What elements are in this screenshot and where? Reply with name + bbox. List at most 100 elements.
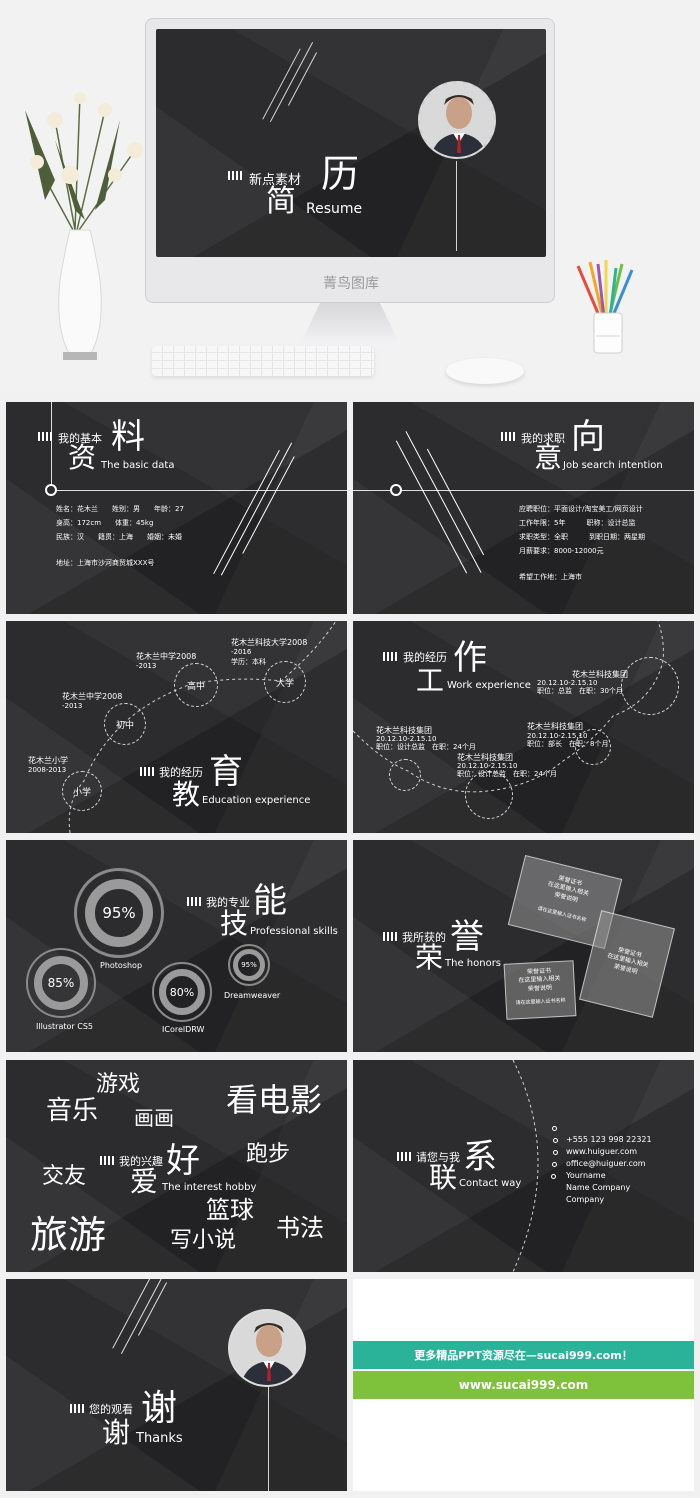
basic-title-en: The basic data: [101, 460, 175, 471]
work-pos: 职位：部长 在职：8个月: [527, 740, 609, 748]
skills-title-en: Professional skills: [250, 926, 338, 937]
job-title-b: 意: [534, 441, 563, 474]
promo-line-1: 更多精品PPT资源尽在—sucai999.com！: [414, 1349, 633, 1362]
skill-ring-coreldrw: 80%: [152, 962, 212, 1022]
hobby-word: 音乐: [46, 1096, 99, 1126]
thanks-title-a: 谢: [141, 1388, 178, 1429]
honors-title-a: 誉: [450, 917, 484, 957]
job-row: 工作年限：5年 职称：设计总监: [519, 519, 636, 527]
contact-line: office@huiguer.com: [566, 1159, 646, 1168]
work-title-a: 作: [453, 638, 487, 678]
thanks-title-b: 谢: [102, 1416, 131, 1449]
job-row: 求职类型：全职 到职日期：两星期: [519, 533, 645, 541]
basic-address: 地址：上海市沙河商贸城XXX号: [56, 559, 155, 567]
cover-title-b: 简: [266, 184, 296, 219]
mouse-icon: [446, 358, 524, 384]
job-title-en: Job search intention: [563, 460, 663, 471]
work-company: 花木兰科技集团: [527, 722, 583, 731]
cover-label: 新点素材: [249, 173, 302, 188]
job-place: 希望工作地：上海市: [519, 573, 582, 581]
contact-line: Yourname: [566, 1171, 606, 1180]
contact-label: 请您与我: [416, 1151, 460, 1164]
skill-ring-photoshop: 95%: [74, 868, 164, 958]
slide-honors: 荣誉证书在这里输入相关荣誉说明 请在这里输入证书名称 荣誉证书在这里输入相关荣誉…: [353, 840, 694, 1052]
basic-row: 姓名：花木兰 姓别：男 年龄：27: [56, 505, 184, 513]
edu-node: 初中: [104, 703, 146, 745]
thanks-label: 您的观看: [89, 1403, 133, 1416]
contact-line: +555 123 998 22321: [566, 1135, 652, 1144]
edu-title-a: 育: [209, 752, 243, 792]
hobby-word: 游戏: [96, 1072, 141, 1097]
basic-row: 身高：172cm 体重：45kg: [56, 519, 154, 527]
hobby-word: 交友: [42, 1164, 87, 1189]
basic-title-a: 料: [111, 417, 145, 457]
work-company: 花木兰科技集团: [457, 753, 513, 762]
slide-contact: +555 123 998 22321 www.huiguer.com offic…: [353, 1060, 694, 1272]
hobby-word: 跑步: [246, 1142, 291, 1167]
hobby-title-b: 爱: [130, 1165, 159, 1198]
slide-job-intention: 我的求职 向 意 Job search intention 应聘职位：平面设计/…: [353, 402, 694, 614]
edu-item-extra: 学历：本科: [231, 658, 266, 666]
avatar: [228, 1309, 306, 1387]
skills-title-b: 技: [220, 907, 249, 940]
basic-label: 我的基本: [58, 432, 102, 445]
promo-line-2: www.sucai999.com: [458, 1378, 589, 1392]
hobby-word: 书法: [276, 1214, 324, 1242]
job-title-a: 向: [571, 417, 605, 457]
work-pos: 职位：总监 在职：30个月: [537, 687, 623, 695]
pencil-cup-icon: [570, 258, 640, 358]
cover-title-a: 历: [321, 152, 360, 196]
work-title-b: 工: [416, 664, 445, 697]
monitor-stand: [300, 303, 400, 345]
work-node: [465, 771, 513, 819]
flower-vase-icon: [15, 80, 155, 370]
promo-link[interactable]: www.sucai999.com: [353, 1371, 694, 1399]
work-node: [575, 729, 611, 765]
edu-node: 大学: [264, 661, 306, 703]
slide-hobby: 游戏 音乐 画画 看电影 交友 跑步 篮球 旅游 写小说 书法 我的兴趣 好 爱…: [6, 1060, 347, 1272]
hobby-word: 看电影: [226, 1081, 323, 1119]
edu-item-name: 花木兰中学2008: [136, 652, 197, 661]
basic-title-b: 资: [68, 441, 97, 474]
cover-title-en: Resume: [306, 201, 363, 217]
monitor-icon: 新点素材 历 简 Resume 菁鸟图库: [145, 18, 555, 303]
hobby-word: 旅游: [30, 1213, 107, 1257]
honor-card: 荣誉证书在这里输入相关荣誉说明 请在这里输入证书名称: [503, 960, 577, 1020]
work-node: [389, 759, 421, 791]
skill-pct: 85%: [47, 976, 75, 990]
honors-title-b: 荣: [415, 941, 444, 974]
work-date: 20.12.10-2.15.10: [457, 762, 518, 770]
slide-thanks: 您的观看 谢 谢 Thanks: [6, 1279, 347, 1491]
hobby-title-a: 好: [166, 1141, 200, 1181]
edu-item-date: -2013: [136, 662, 157, 670]
edu-item-date: -2013: [62, 702, 83, 710]
slide-education: 小学 初中 高中 大学 花木兰小学 2008-2013 花木兰中学2008 -2…: [6, 621, 347, 833]
contact-line: www.huiguer.com: [566, 1147, 638, 1156]
contact-line: Company: [566, 1195, 605, 1204]
monitor-screen: 新点素材 历 简 Resume: [156, 29, 546, 257]
skill-name: ICorelDRW: [162, 1025, 205, 1034]
skill-pct: 80%: [169, 985, 195, 999]
honors-title-en: The honors: [445, 958, 502, 969]
hobby-word: 画画: [134, 1106, 174, 1130]
skill-name: Photoshop: [100, 961, 143, 970]
work-node: [621, 657, 679, 715]
honors-label: 我所获的: [402, 931, 446, 944]
skills-title-a: 能: [253, 881, 287, 921]
work-date: 20.12.10-2.15.10: [527, 732, 588, 740]
job-row: 月薪要求：8000-12000元: [519, 547, 604, 555]
skill-pct: 95%: [102, 904, 136, 922]
promo-panel: 更多精品PPT资源尽在—sucai999.com！ www.sucai999.c…: [353, 1279, 694, 1491]
hobby-word: 篮球: [206, 1196, 254, 1224]
edu-item-name: 花木兰中学2008: [62, 692, 123, 701]
skill-name: Illustrator CS5: [36, 1022, 93, 1031]
contact-line: Name Company: [566, 1183, 631, 1192]
promo-banner[interactable]: 更多精品PPT资源尽在—sucai999.com！: [353, 1341, 694, 1369]
hobby-word: 写小说: [170, 1228, 237, 1253]
keyboard-icon: [152, 346, 374, 376]
skill-ring-dreamweaver: 95%: [228, 944, 270, 986]
edu-title-b: 教: [172, 778, 201, 811]
work-date: 20.12.10-2.15.10: [537, 679, 598, 687]
work-pos: 职位：设计总监 在职：24个月: [376, 743, 476, 751]
edu-title-en: Education experience: [202, 795, 311, 806]
